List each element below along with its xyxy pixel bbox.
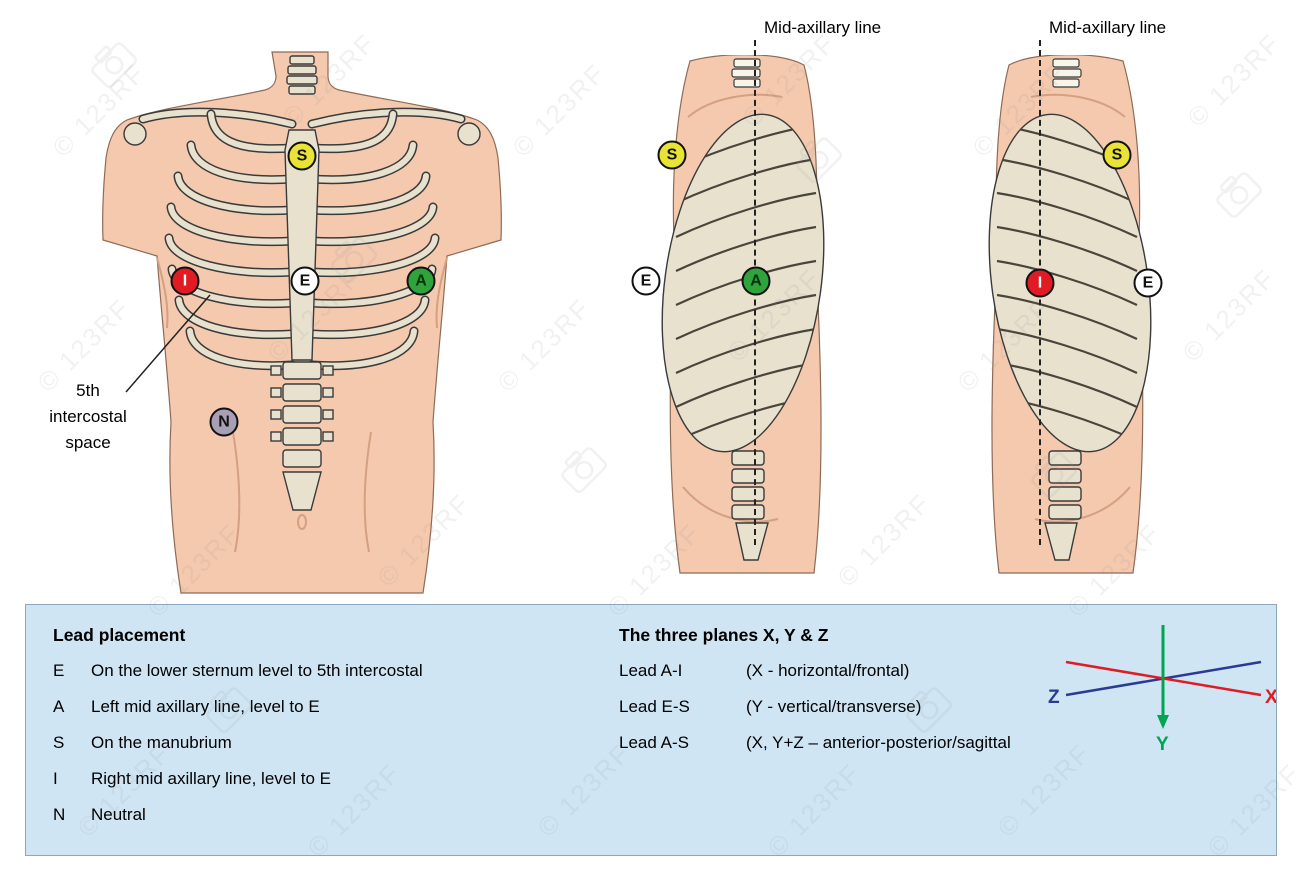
lead-desc: On the manubrium bbox=[91, 733, 232, 752]
x-axis-label: X bbox=[1265, 687, 1276, 708]
lead-placement-row: N Neutral bbox=[53, 805, 593, 825]
lead-desc: Right mid axillary line, level to E bbox=[91, 769, 331, 788]
left-lateral-torso-illustration bbox=[661, 55, 825, 574]
watermark-text: © 123RF bbox=[1181, 27, 1287, 133]
y-axis-arrowhead bbox=[1157, 715, 1169, 729]
lead-desc: Left mid axillary line, level to E bbox=[91, 697, 320, 716]
plane-row: Lead A-I (X - horizontal/frontal) bbox=[619, 661, 1049, 681]
watermark-text: © 123RF bbox=[506, 57, 612, 163]
electrode-s-right-lateral: S bbox=[1102, 140, 1132, 170]
lead-placement-row: I Right mid axillary line, level to E bbox=[53, 769, 593, 789]
fifth-intercostal-annotation: 5th intercostal space bbox=[49, 381, 127, 452]
watermark-text: © 123RF bbox=[1176, 262, 1282, 368]
lead-placement-row: A Left mid axillary line, level to E bbox=[53, 697, 593, 717]
three-planes-title: The three planes X, Y & Z bbox=[619, 625, 829, 645]
camera-watermark-icon bbox=[1216, 172, 1263, 219]
plane-desc: (X - horizontal/frontal) bbox=[746, 661, 910, 680]
lead-placement-row: E On the lower sternum level to 5th inte… bbox=[53, 661, 593, 681]
xyz-axes-diagram: Z X Y bbox=[1048, 625, 1276, 755]
camera-watermark-icon bbox=[561, 447, 608, 494]
lead-key: S bbox=[53, 733, 65, 752]
electrode-e-left-lateral: E bbox=[631, 266, 661, 296]
mid-axillary-label-left: Mid-axillary line bbox=[764, 18, 882, 37]
electrode-e-anterior: E bbox=[290, 266, 320, 296]
anterior-torso-illustration bbox=[102, 51, 502, 594]
mid-axillary-label-right: Mid-axillary line bbox=[1049, 18, 1167, 37]
plane-row: Lead A-S (X, Y+Z – anterior-posterior/sa… bbox=[619, 733, 1049, 753]
plane-lead: Lead A-S bbox=[619, 733, 689, 752]
lead-key: I bbox=[53, 769, 58, 788]
lead-desc: Neutral bbox=[91, 805, 146, 824]
lead-placement-title: Lead placement bbox=[53, 625, 186, 645]
annotation-pointer-line bbox=[125, 294, 211, 393]
plane-lead: Lead A-I bbox=[619, 661, 683, 680]
three-planes-section: The three planes X, Y & Z Lead A-I (X - … bbox=[619, 625, 1049, 769]
lead-key: E bbox=[53, 661, 65, 680]
plane-lead: Lead E-S bbox=[619, 697, 690, 716]
lead-placement-row: S On the manubrium bbox=[53, 733, 593, 753]
lead-placement-section: Lead placement E On the lower sternum le… bbox=[53, 625, 593, 841]
y-axis-label: Y bbox=[1156, 734, 1169, 755]
lead-key: A bbox=[53, 697, 65, 716]
electrode-i-right-lateral: I bbox=[1025, 268, 1055, 298]
electrode-a-anterior: A bbox=[406, 266, 436, 296]
electrode-i-anterior: I bbox=[170, 266, 200, 296]
lead-desc: On the lower sternum level to 5th interc… bbox=[91, 661, 423, 680]
plane-desc: (Y - vertical/transverse) bbox=[746, 697, 922, 716]
z-axis-label: Z bbox=[1048, 687, 1060, 708]
right-lateral-torso-illustration bbox=[988, 55, 1152, 574]
electrode-n-anterior: N bbox=[209, 407, 239, 437]
lead-key: N bbox=[53, 805, 66, 824]
electrode-a-left-lateral: A bbox=[741, 266, 771, 296]
plane-desc: (X, Y+Z – anterior-posterior/sagittal bbox=[746, 733, 1011, 752]
legend-panel: Lead placement E On the lower sternum le… bbox=[25, 604, 1277, 856]
electrode-s-left-lateral: S bbox=[657, 140, 687, 170]
plane-row: Lead E-S (Y - vertical/transverse) bbox=[619, 697, 1049, 717]
electrode-s-anterior: S bbox=[287, 141, 317, 171]
electrode-e-right-lateral: E bbox=[1133, 268, 1163, 298]
